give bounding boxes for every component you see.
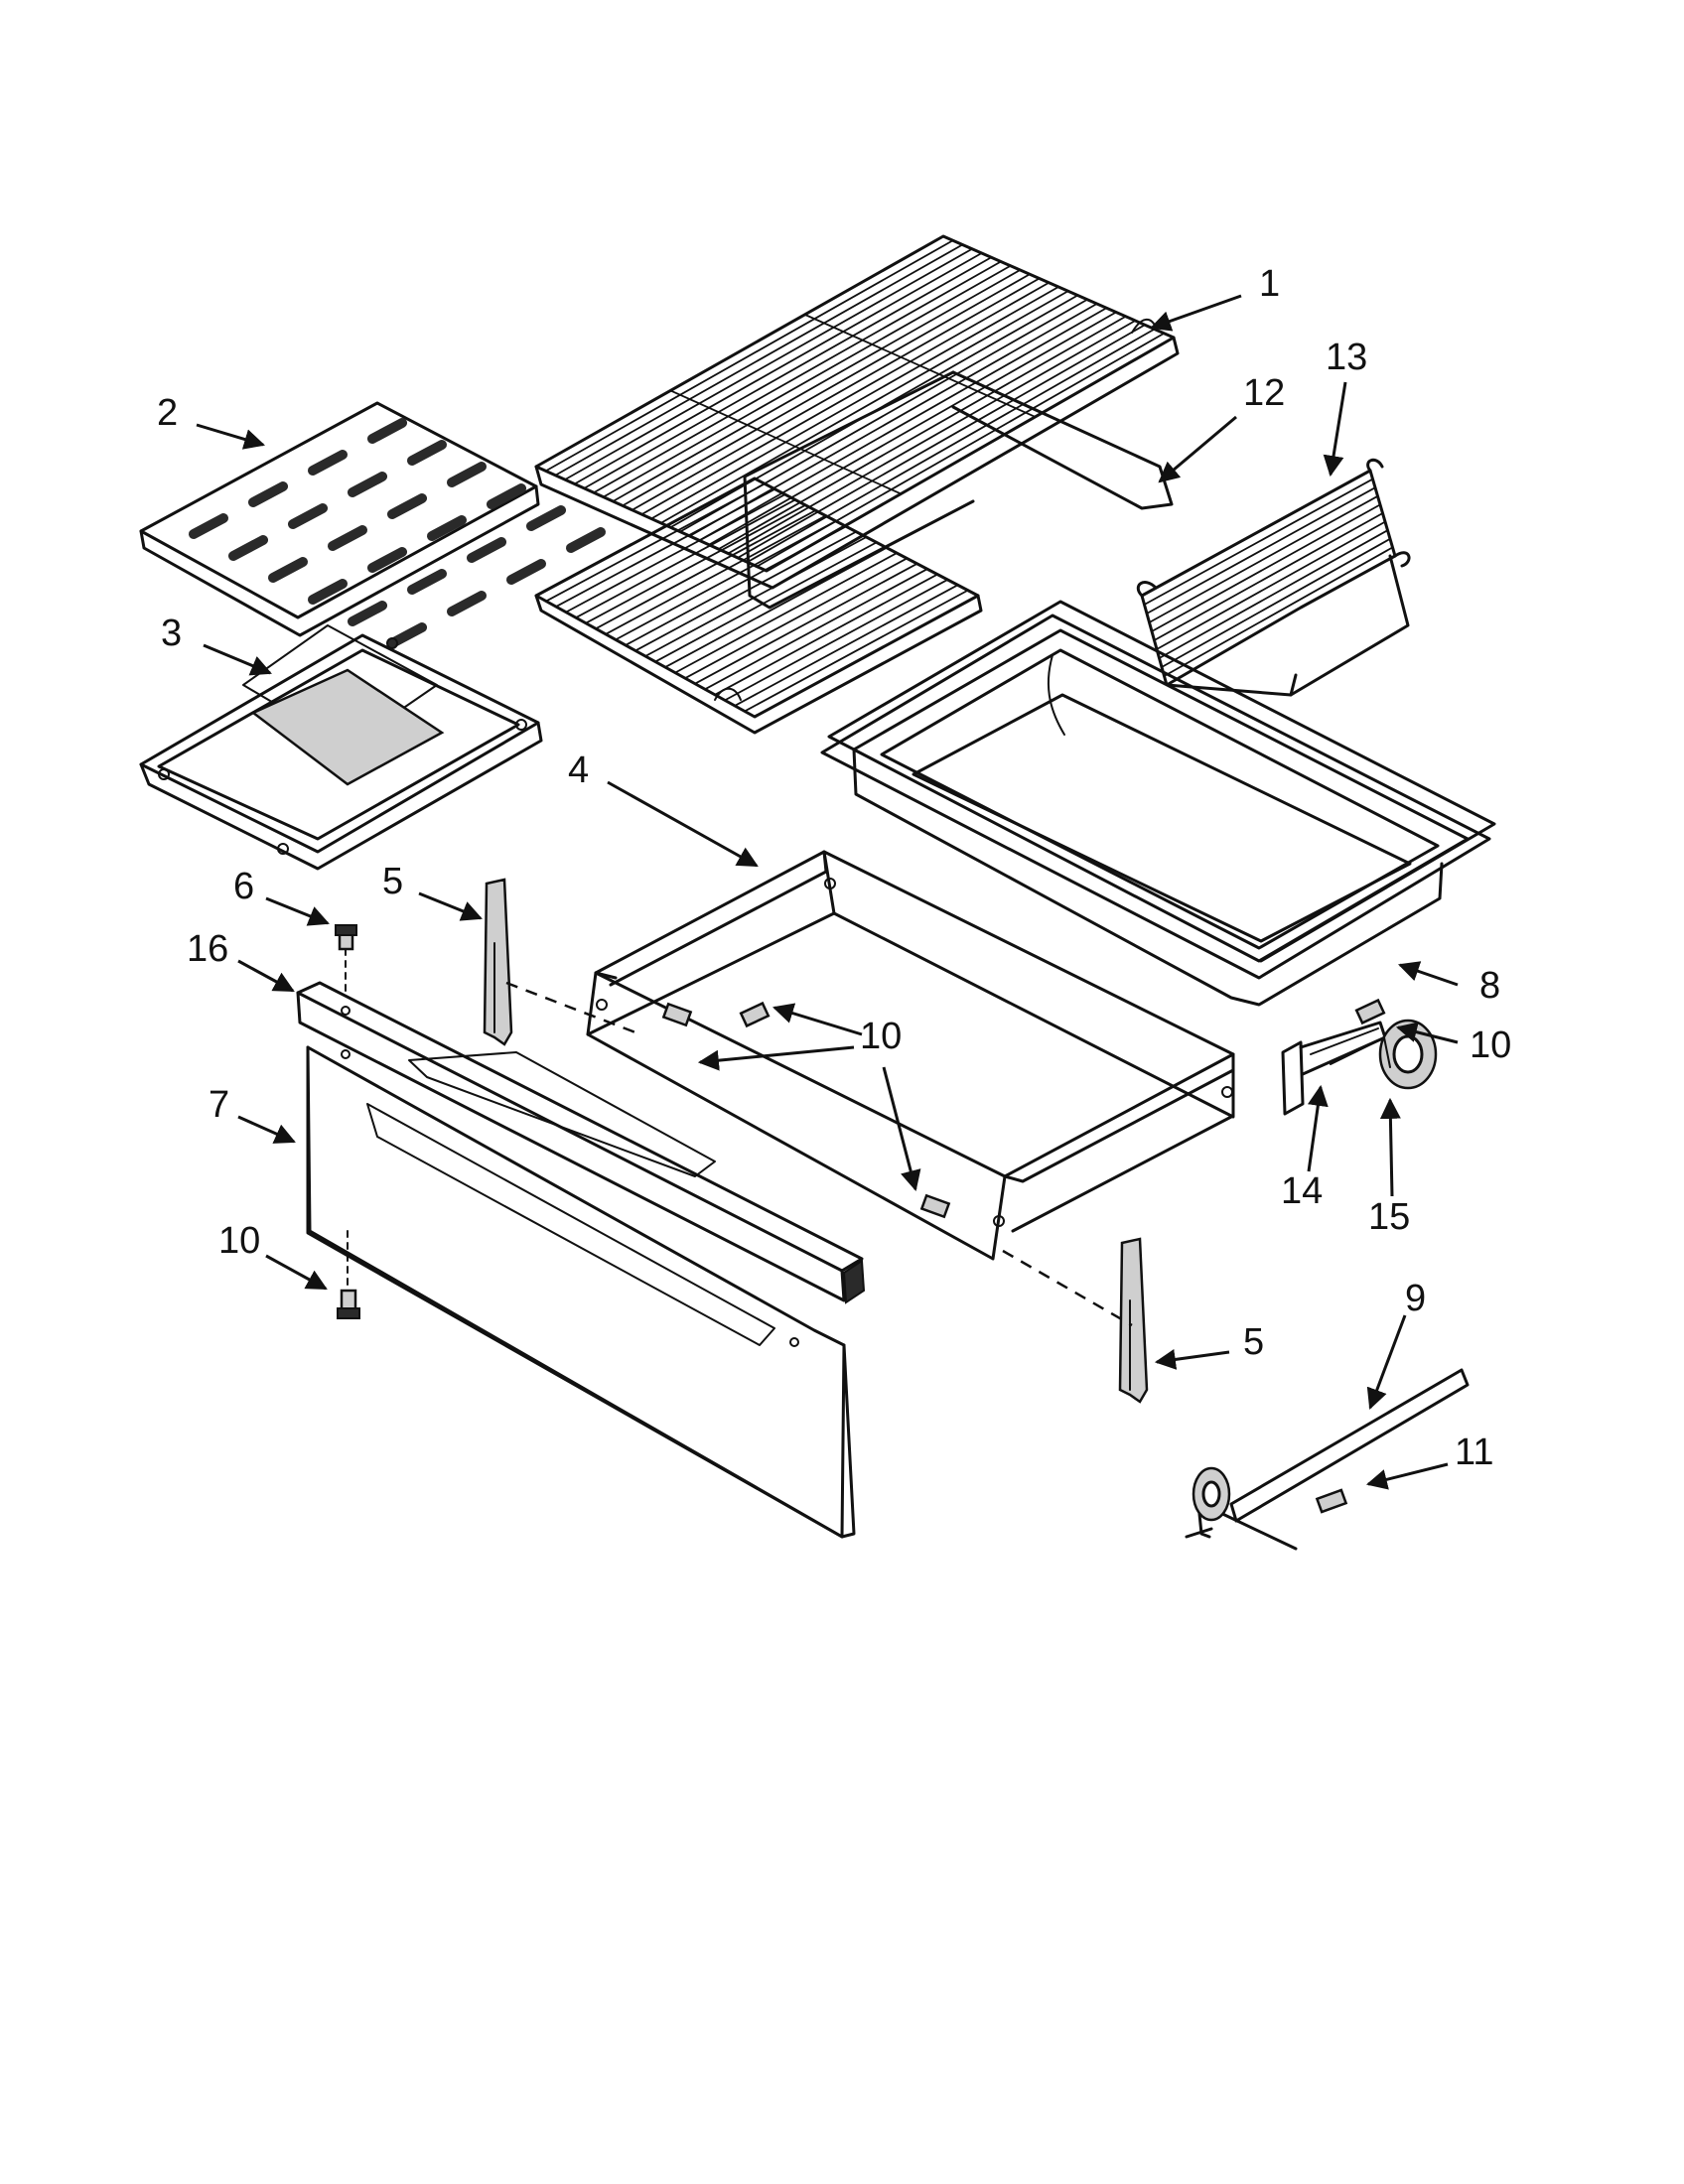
callout-labels: 1 2 3 4 5 5 6 7 8 9 10 10 10 11 12 13 14… — [157, 263, 1511, 1473]
callout-13: 13 — [1326, 337, 1367, 378]
callout-5-right: 5 — [1243, 1321, 1264, 1363]
part-bracket — [1281, 1021, 1387, 1116]
callout-10-front: 10 — [218, 1220, 260, 1262]
callout-7: 7 — [209, 1084, 229, 1126]
callout-4: 4 — [568, 750, 589, 791]
part-drawer-body — [586, 850, 1235, 1261]
part-broiler-grid — [139, 401, 607, 648]
callout-11: 11 — [1455, 1432, 1493, 1473]
part-drawer-pan — [820, 600, 1496, 1007]
part-drawer-glide-left — [483, 878, 513, 1046]
part-small-rack — [1136, 458, 1411, 697]
callout-6: 6 — [233, 866, 254, 907]
part-screw-10-c — [919, 1193, 951, 1219]
callout-15: 15 — [1368, 1196, 1410, 1238]
part-oven-rack-upper — [534, 234, 1180, 590]
leader-lines — [196, 294, 1459, 1490]
part-drawer-front-panel — [306, 1045, 856, 1539]
part-screw-10-b — [739, 1001, 771, 1028]
part-rack-middle — [743, 370, 1174, 610]
callout-1: 1 — [1259, 263, 1280, 305]
part-screw-10-a — [661, 1002, 693, 1027]
part-screw-11 — [1315, 1488, 1348, 1514]
callout-2: 2 — [157, 392, 178, 434]
callout-12: 12 — [1243, 372, 1285, 414]
part-broiler-pan — [139, 624, 543, 871]
part-drawer-glide-right — [1118, 1237, 1149, 1404]
callout-8: 8 — [1479, 965, 1500, 1007]
part-screw-10-d — [1354, 998, 1386, 1025]
part-oven-rack-lower — [534, 477, 983, 735]
part-rail — [1185, 1368, 1470, 1551]
callout-10-drawer: 10 — [860, 1016, 902, 1057]
callout-9: 9 — [1405, 1278, 1426, 1319]
callout-14: 14 — [1281, 1170, 1323, 1212]
part-screw-6 — [335, 924, 357, 994]
callout-16: 16 — [187, 928, 228, 970]
callout-5-left: 5 — [382, 861, 403, 902]
part-trim-strip — [296, 981, 866, 1304]
part-screw-10-bottom — [337, 1230, 360, 1319]
callout-3: 3 — [161, 613, 182, 654]
callout-10-bracket: 10 — [1470, 1024, 1511, 1066]
